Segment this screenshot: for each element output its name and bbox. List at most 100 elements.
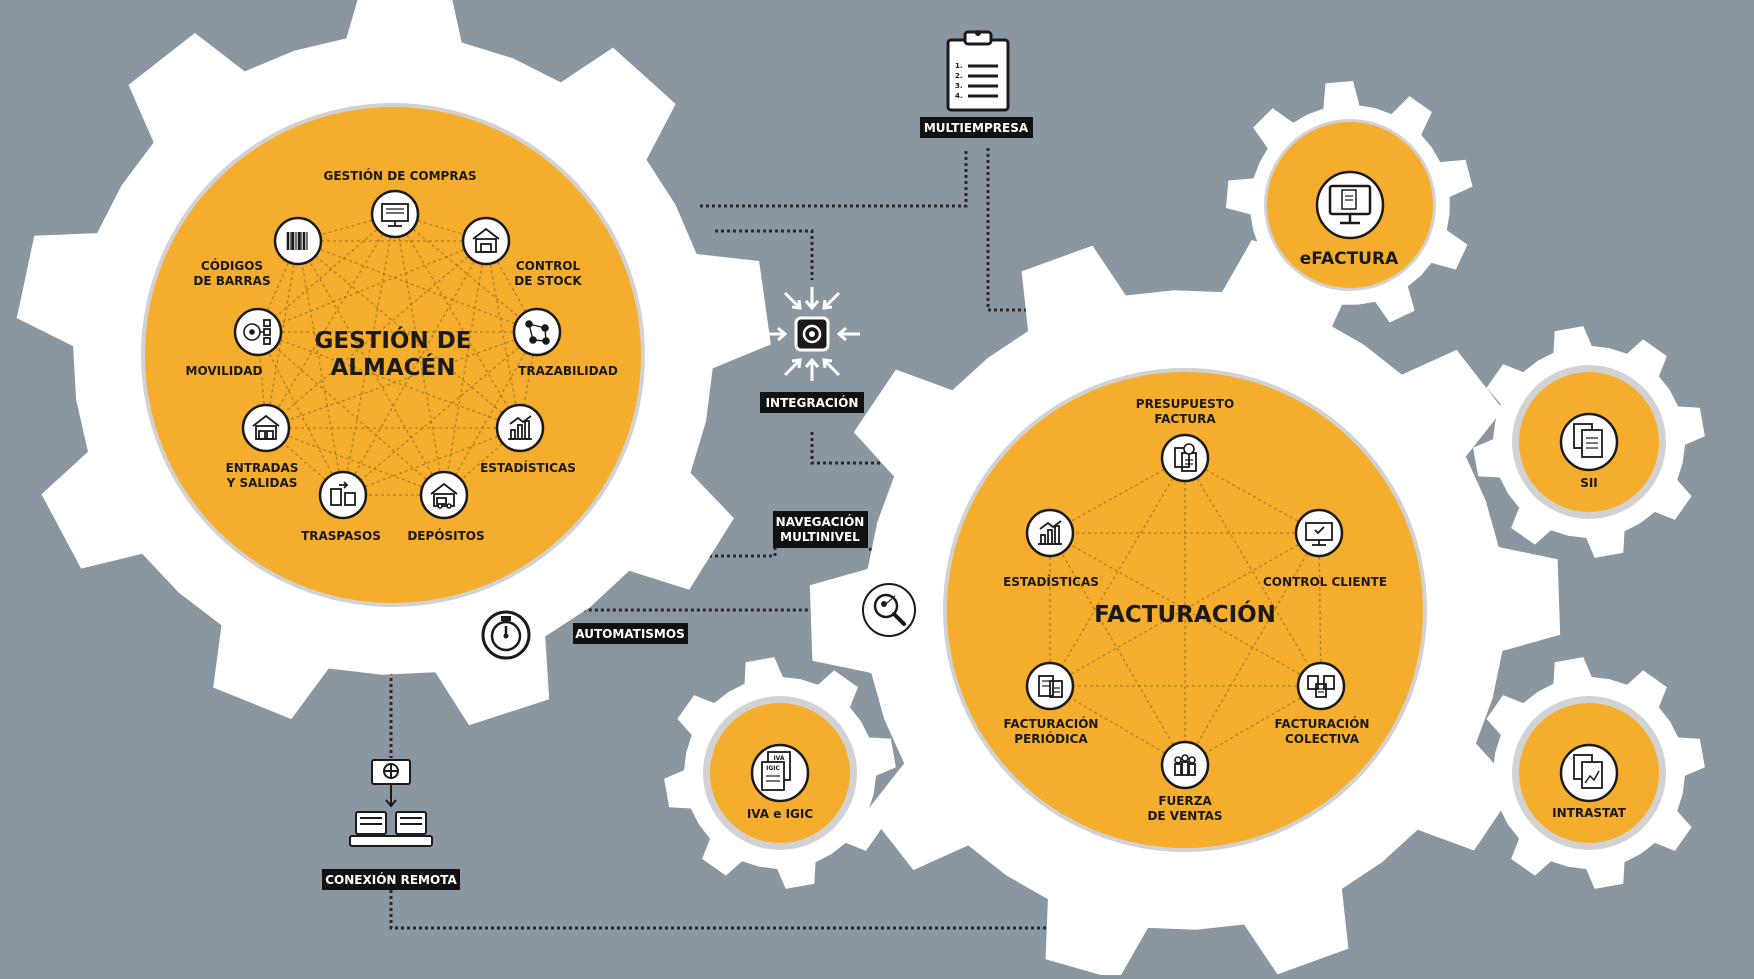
almacen-label-compras: GESTIÓN DE COMPRAS [323,168,476,183]
sales-team-icon [1160,740,1210,790]
almacen-web-line [257,240,487,333]
stopwatch-icon [481,610,531,660]
remote-computers-icon [349,759,433,847]
facturacion-web-line [1049,685,1186,766]
facturacion-web-line [1049,457,1186,534]
navegacion-label-line2: MULTINIVEL [780,530,860,544]
efactura-label: eFACTURA [1300,249,1399,269]
navegacion-badge [773,511,868,548]
facturacion-node-estadisticas: ESTADÍSTICAS [1003,508,1099,589]
barcode-icon [273,216,323,266]
facturacion-label2-colectiva: COLECTIVA [1285,732,1360,746]
facturacion-web-line [1049,532,1186,766]
intrastat-document-icon [1559,743,1619,803]
facturacion-web-line [1184,532,1320,766]
almacen-node-traspasos: TRASPASOS [301,470,381,543]
almacen-node-movilidad: MOVILIDAD [186,307,283,378]
almacen-web-line [257,331,445,496]
almacen-web-line [257,213,396,333]
network-nodes-icon [512,307,562,357]
facturacion-label-fuerza: FUERZA [1158,794,1212,808]
navegacion-label-line1: NAVEGACIÓN [776,514,865,529]
warehouse-icon [461,216,511,266]
tax-doc-igic: IGIC [766,765,780,772]
intrastat-label: INTRASTAT [1552,806,1626,820]
almacen-label2-entradas: Y SALIDAS [226,476,298,490]
facturacion-label-colectiva: FACTURACIÓN [1275,716,1370,731]
almacen-gear-disc [145,107,641,603]
tax-document-icon: IVA IGIC [750,743,810,803]
almacen-web-line [443,331,538,496]
monitor-document-icon [1315,170,1385,240]
shopping-cart-monitor-icon [370,189,420,239]
iva-label: IVA e IGIC [747,807,813,821]
almacen-title-line2: ALMACÉN [331,353,456,381]
facturacion-label2-fuerza: DE VENTAS [1147,809,1222,823]
almacen-label-codigos: CÓDIGOS [201,258,263,273]
sii-label: SII [1580,476,1598,490]
almacen-label2-stock: DE STOCK [514,274,582,288]
multiempresa-label: MULTIEMPRESA [924,121,1029,135]
almacen-web-line [257,331,344,496]
budget-document-icon [1160,433,1210,483]
almacen-label-traspasos: TRASPASOS [301,529,381,543]
truck-warehouse-icon [419,470,469,520]
almacen-web-line [257,331,521,429]
almacen-web-line [257,240,299,333]
connector-conexion-facturacion [389,890,1125,930]
connector-almacen-integracion [715,229,814,280]
integracion-badge [760,392,864,413]
almacen-web-line [394,213,521,429]
list-number-4: 4. [955,92,963,100]
facturacion-label-control_cliente: CONTROL CLIENTE [1263,575,1387,589]
multiempresa-badge [920,117,1033,138]
facturacion-label-periodica: FACTURACIÓN [1004,716,1099,731]
almacen-web-line [485,240,521,429]
almacen-web-line [265,240,487,429]
almacen-web-line [297,240,521,429]
connector-multiempresa-almacen [700,148,968,208]
bar-chart-icon [1025,508,1075,558]
facturacion-label2-periodica: PERIÓDICA [1014,731,1088,746]
almacen-web-line [342,427,521,496]
list-number-3: 3. [955,82,963,90]
almacen-node-compras: GESTIÓN DE COMPRAS [323,168,477,239]
facturacion-web-line [1049,457,1186,687]
connector-multiempresa-facturacion [986,148,1128,312]
mobility-icon [233,307,283,357]
almacen-label-trazabilidad: TRAZABILIDAD [518,364,618,378]
conexion-label: CONEXIÓN REMOTA [325,872,457,887]
almacen-label-depositos: DEPÓSITOS [407,528,484,543]
facturacion-label-estadisticas: ESTADÍSTICAS [1003,574,1099,589]
almacen-web-line [519,331,538,429]
automatismos-label: AUTOMATISMOS [575,627,684,641]
bar-chart-icon [495,403,545,453]
facturacion-label-presupuesto: PRESUPUESTO [1136,397,1234,411]
almacen-label-stock: CONTROL [516,259,581,273]
conexion-badge [322,869,460,890]
client-monitor-icon [1294,508,1344,558]
almacen-web-line [443,240,487,496]
facturacion-web-line [1049,532,1322,687]
connector-automatismos [525,608,840,622]
list-number-1: 1. [955,62,963,70]
almacen-web-line [297,240,445,496]
almacen-label-estadisticas: ESTADÍSTICAS [480,460,576,475]
almacen-web-line [297,240,344,496]
almacen-label-entradas: ENTRADAS [226,461,299,475]
almacen-web-line [342,240,487,496]
sii-document-icon [1559,412,1619,472]
facturacion-web-line [1184,685,1322,766]
almacen-node-estadisticas: ESTADÍSTICAS [480,403,576,475]
almacen-label2-codigos: DE BARRAS [193,274,270,288]
facturacion-node-control_cliente: CONTROL CLIENTE [1263,508,1387,589]
transfer-building-icon [318,470,368,520]
